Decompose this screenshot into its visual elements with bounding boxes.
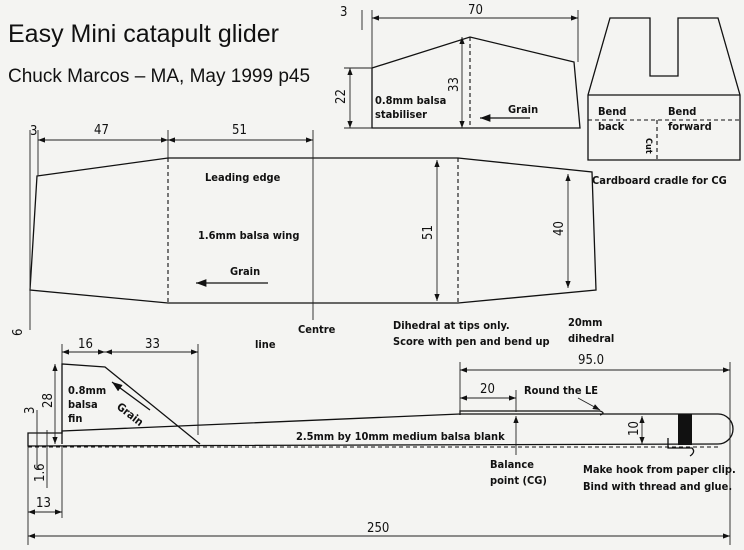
drawing-title: Easy Mini catapult glider [8,20,279,48]
cradle-caption: Cardboard cradle for CG [592,174,727,187]
stab-dim-offset: 3 [340,5,347,20]
wing-dim-half: 51 [232,123,247,138]
fin-label: 0.8mm [68,384,106,397]
wing-dim-tip-chord: 40 [552,221,567,236]
fuselage: Grain 0.8mm balsa fin 2.5mm by 10mm medi… [23,337,736,545]
bend-forward-2: forward [668,120,712,133]
dim-total: 250 [367,521,389,536]
wing-grain: Grain [230,265,260,278]
fin-dim-slope: 33 [145,337,160,352]
wing-dim-chord: 51 [421,225,436,240]
fin-dim-height: 28 [41,393,56,408]
bend-forward: Bend [668,105,696,118]
drawing-subtitle: Chuck Marcos – MA, May 1999 p45 [8,66,310,87]
wing-dim-offset: 3 [30,124,37,139]
dim-depth: 10 [627,421,642,436]
cardboard-cradle: Bend back Bend forward Cut Cardboard cra… [587,17,741,187]
balance-point: Balance [490,458,534,471]
hook-note: Make hook from paper clip. [583,463,736,476]
fin-label-3: fin [68,412,82,425]
wing: 3 47 51 51 40 6 Leading edge 1.6mm balsa… [11,123,614,351]
hook-note-2: Bind with thread and glue. [583,480,732,493]
round-le-label: Round the LE [524,384,598,397]
cut-label: Cut [643,138,653,154]
bend-back-2: back [598,120,625,133]
dim-cg: 20 [480,382,495,397]
stabiliser: 3 70 22 33 0.8mm balsa stabiliser Grain [334,3,581,129]
centre-line-label-2: line [255,338,276,351]
stab-grain: Grain [508,103,538,116]
dihedral-value: 20mm [568,316,602,329]
wing-dim-sweep: 6 [11,329,26,336]
dim-thickness: 1.6 [33,463,48,482]
stab-dim-root: 33 [447,77,462,92]
dim-step: 3 [23,407,38,414]
dim-tail: 13 [36,496,51,511]
dihedral-value-2: dihedral [568,332,614,345]
wing-material: 1.6mm balsa wing [198,229,299,242]
dim-wing-pos: 95.0 [578,353,604,368]
fin-grain: Grain [114,400,146,429]
fin-label-2: balsa [68,398,98,411]
leading-edge-label: Leading edge [205,171,281,184]
blank-label: 2.5mm by 10mm medium balsa blank [296,430,505,443]
stab-label-2: stabiliser [375,108,427,121]
grain-arrow-icon [111,381,151,411]
wing-dim-tip-len: 47 [94,123,109,138]
bend-back: Bend [598,105,626,118]
stab-dim-tip: 22 [334,89,349,104]
centre-line-label: Centre [298,323,336,336]
balance-point-2: point (CG) [490,474,547,487]
fin-dim-top: 16 [78,337,93,352]
dihedral-note-2: Score with pen and bend up [393,335,550,348]
dihedral-note: Dihedral at tips only. [393,319,510,332]
stab-label: 0.8mm balsa [375,94,446,107]
stab-dim-span: 70 [468,3,483,18]
